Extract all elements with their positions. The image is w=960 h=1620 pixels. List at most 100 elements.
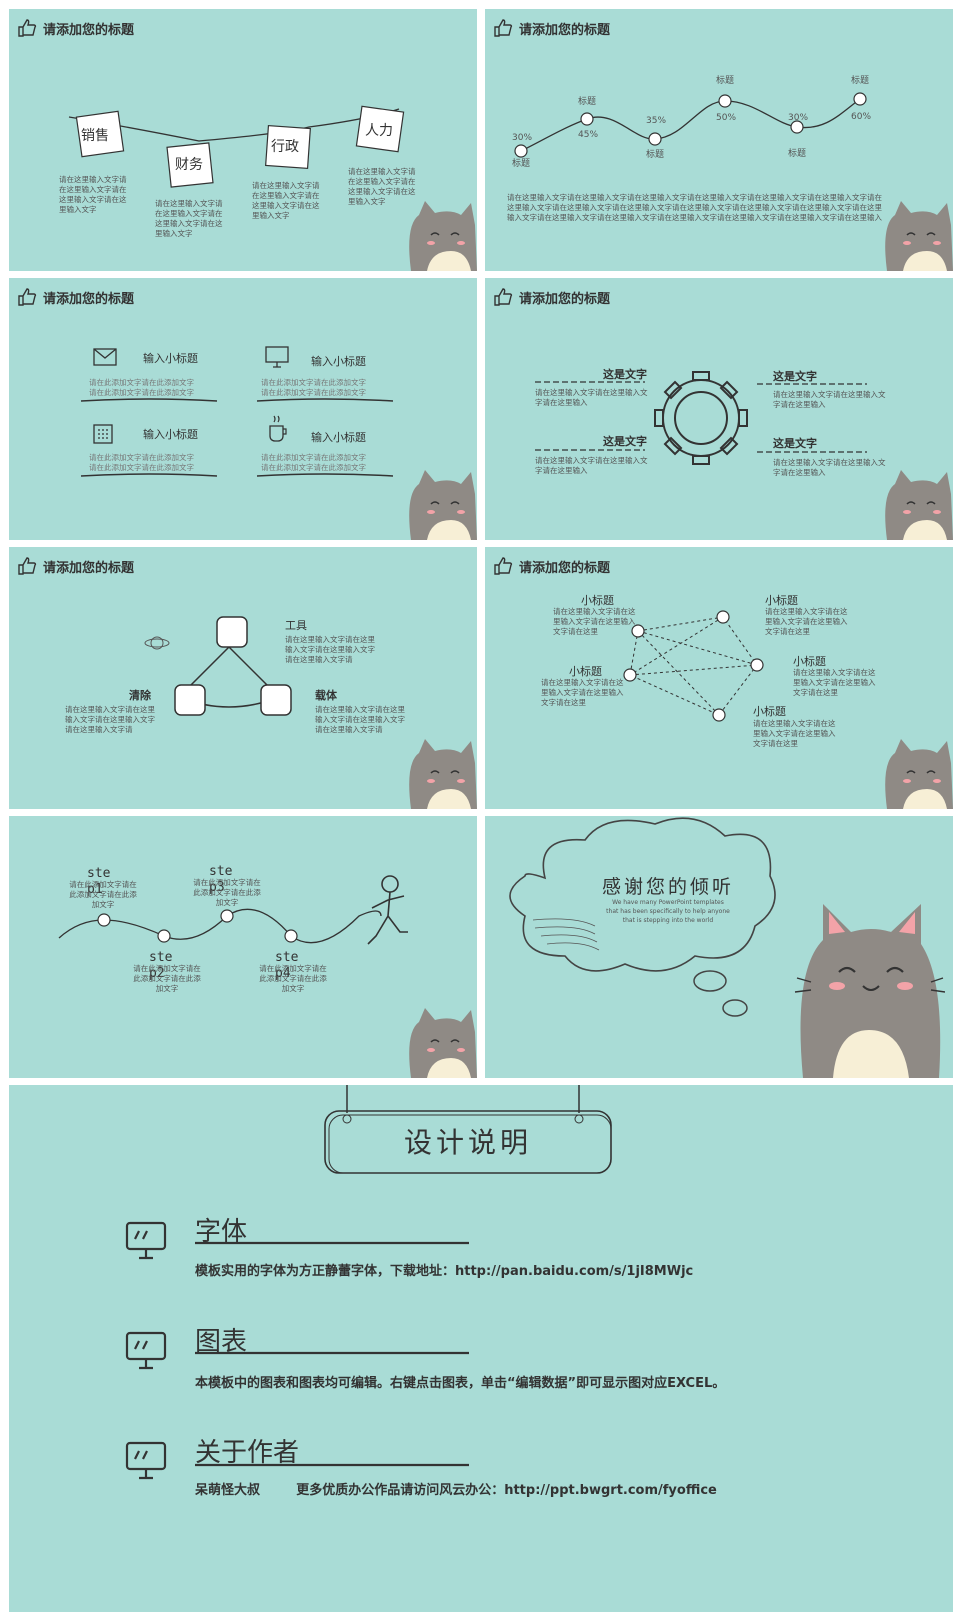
slide-7: ste p1 请在此添加文字请在此添加文字请在此添加文字 ste p3 请在此添… bbox=[9, 816, 477, 1078]
slide-header: 请添加您的标题 bbox=[17, 555, 134, 577]
item-4-text: 请在此添加文字请在此添加文字请在此添加文字请在此添加文字 bbox=[261, 453, 366, 472]
point-6-label: 标题 bbox=[851, 76, 870, 86]
step-3-p: p3 bbox=[209, 880, 225, 895]
slide-title: 请添加您的标题 bbox=[43, 22, 135, 38]
slide-6: 请添加您的标题 小标题 请在这里输入文字请在这里输入文字请在这里输入文字请在这里… bbox=[485, 547, 953, 809]
slide-title: 请添加您的标题 bbox=[43, 560, 135, 576]
section-2-title: 图表 bbox=[195, 1327, 248, 1357]
slide-8: 感谢您的倾听 We have many PowerPoint templates… bbox=[485, 816, 953, 1078]
node-5-text: 请在这里输入文字请在这里输入文字请在这里输入文字请在这里 bbox=[753, 719, 836, 748]
step-2-p: p2 bbox=[149, 966, 165, 981]
node-1-text: 请在这里输入文字请在这里输入文字请在这里输入文字请在这里 bbox=[553, 607, 636, 636]
slide-title: 请添加您的标题 bbox=[519, 22, 611, 38]
gear-item-3-title: 这是文字 bbox=[773, 370, 817, 383]
step-3-text: 请在此添加文字请在此添加文字请在此添加文字 bbox=[193, 878, 261, 907]
thumbs-up-icon bbox=[494, 557, 513, 575]
step-4-ste: ste bbox=[275, 950, 299, 965]
diagram-item-2-title: 清除 bbox=[129, 689, 151, 702]
section-1-text: 模板实用的字体为方正静蕾字体，下载地址：http://pan.baidu.com… bbox=[195, 1264, 694, 1279]
item-3-text: 请在此添加文字请在此添加文字请在此添加文字请在此添加文字 bbox=[89, 453, 194, 472]
section-3-text: 呆萌怪大叔 更多优质办公作品请访问风云办公：http://ppt.bwgrt.c… bbox=[195, 1483, 717, 1498]
gear-item-4-title: 这是文字 bbox=[773, 437, 817, 450]
slide-header: 请添加您的标题 bbox=[17, 17, 134, 39]
tag-desc-2: 请在这里输入文字请在这里输入文字请在这里输入文字请在这里输入文字 bbox=[155, 199, 223, 238]
thumbs-up-icon bbox=[18, 19, 37, 37]
coffee-icon bbox=[269, 415, 287, 442]
cat-mascot bbox=[409, 201, 477, 271]
thumbs-up-icon bbox=[494, 288, 513, 306]
slide-4: 请添加您的标题 这是文字 请在这里输入文字请在这里输入文字请在这里输入 这是文字… bbox=[485, 278, 953, 540]
section-1-title: 字体 bbox=[195, 1217, 248, 1247]
node-4-text: 请在这里输入文字请在这里输入文字请在这里输入文字请在这里 bbox=[793, 668, 876, 697]
node-3-title: 小标题 bbox=[765, 594, 798, 607]
slide-header: 请添加您的标题 bbox=[17, 286, 134, 308]
gear-item-1-title: 这是文字 bbox=[603, 368, 647, 381]
tag-desc-3: 请在这里输入文字请在这里输入文字请在这里输入文字请在这里输入文字 bbox=[252, 181, 320, 220]
timeline-line bbox=[58, 908, 382, 944]
point-3-label: 标题 bbox=[646, 150, 665, 160]
thumbs-up-icon bbox=[18, 288, 37, 306]
item-1-title: 输入小标题 bbox=[143, 352, 198, 365]
slide-title: 请添加您的标题 bbox=[43, 291, 135, 307]
diagram-item-3-text: 请在这里输入文字请在这里输入文字请在这里输入文字请在这里输入文字请 bbox=[315, 705, 405, 734]
monitor-icon bbox=[125, 1221, 167, 1260]
slide-5: 请添加您的标题 工具 请在这里输入文字请在这里输入文字请在这里输入文字请在这里输… bbox=[9, 547, 477, 809]
tag-desc-4: 请在这里输入文字请在这里输入文字请在这里输入文字请在这里输入文字 bbox=[348, 167, 416, 206]
slide-header: 请添加您的标题 bbox=[493, 17, 610, 39]
node-2-title: 小标题 bbox=[569, 665, 602, 678]
banner-title: 设计说明 bbox=[403, 1126, 532, 1159]
item-3-title: 输入小标题 bbox=[143, 428, 198, 441]
step-1-ste: ste bbox=[87, 866, 111, 881]
step-4-p: p4 bbox=[275, 966, 291, 981]
triangle-diagram bbox=[144, 616, 292, 716]
gear-item-3-text: 请在这里输入文字请在这里输入文字请在这里输入 bbox=[773, 390, 886, 409]
hanging-banner bbox=[195, 1085, 612, 1467]
monitor-icon bbox=[125, 1441, 167, 1480]
step-1-text: 请在此添加文字请在此添加文字请在此添加文字 bbox=[69, 880, 137, 909]
point-1-pct: 30% bbox=[512, 133, 533, 143]
thanks-subtitle: We have many PowerPoint templates that h… bbox=[573, 898, 763, 925]
node-3-text: 请在这里输入文字请在这里输入文字请在这里输入文字请在这里 bbox=[765, 607, 848, 636]
item-2-title: 输入小标题 bbox=[311, 355, 366, 368]
point-3-pct: 35% bbox=[646, 116, 667, 126]
thumbs-up-icon bbox=[18, 557, 37, 575]
item-2-text: 请在此添加文字请在此添加文字请在此添加文字请在此添加文字 bbox=[261, 378, 366, 397]
node-5-title: 小标题 bbox=[753, 705, 786, 718]
point-2-label: 标题 bbox=[578, 97, 597, 107]
tag-1: 销售 bbox=[81, 128, 109, 144]
diagram-item-2-text: 请在这里输入文字请在这里输入文字请在这里输入文字请在这里输入文字请 bbox=[65, 705, 155, 734]
slide-1: 请添加您的标题 销售 财务 行政 人力 请在这里输入文字请在这里输入文字请在这里… bbox=[9, 9, 477, 271]
network-diagram bbox=[623, 610, 764, 722]
point-4-label: 标题 bbox=[716, 76, 735, 86]
cat-mascot bbox=[885, 470, 953, 540]
point-1-label: 标题 bbox=[512, 159, 531, 169]
slide-3: 请添加您的标题 输入小标题 输入小标题 输入小标题 输入小标题 请在此添加文字请… bbox=[9, 278, 477, 540]
item-1-text: 请在此添加文字请在此添加文字请在此添加文字请在此添加文字 bbox=[89, 378, 194, 397]
point-4-pct: 50% bbox=[716, 113, 737, 123]
step-1-p: p1 bbox=[87, 882, 103, 897]
slide-title: 请添加您的标题 bbox=[519, 291, 611, 307]
section-2-text: 本模板中的图表和图表均可编辑。右键点击图表，单击“编辑数据”即可显示图对应EXC… bbox=[195, 1376, 726, 1391]
chart-paragraph: 请在这里输入文字请在这里输入文字请在这里输入文字请在这里输入文字请在这里输入文字… bbox=[507, 193, 882, 222]
gear-item-2-text: 请在这里输入文字请在这里输入文字请在这里输入 bbox=[535, 456, 648, 475]
cat-mascot bbox=[409, 1008, 477, 1078]
monitor-icon bbox=[265, 346, 289, 368]
gear-icon bbox=[535, 371, 867, 465]
design-notes-slide: 设计说明 字体 模板实用的字体为方正静蕾字体，下载地址：http://pan.b… bbox=[9, 1085, 953, 1612]
thought-bubble bbox=[509, 817, 776, 1017]
cat-mascot-large bbox=[794, 904, 945, 1078]
gear-item-2-title: 这是文字 bbox=[603, 435, 647, 448]
slide-header: 请添加您的标题 bbox=[493, 286, 610, 308]
point-5-label: 标题 bbox=[788, 149, 807, 159]
step-3-ste: ste bbox=[209, 864, 233, 879]
slide-2: 请添加您的标题 30% 标题 45% 标题 35% 标题 50% 标题 30% … bbox=[485, 9, 953, 271]
underlines bbox=[80, 398, 394, 477]
point-2-pct: 45% bbox=[578, 130, 599, 140]
thumbs-up-icon bbox=[494, 19, 513, 37]
step-2-text: 请在此添加文字请在此添加文字请在此添加文字 bbox=[133, 964, 201, 993]
point-5-pct: 30% bbox=[788, 113, 809, 123]
diagram-item-1-text: 请在这里输入文字请在这里输入文字请在这里输入文字请在这里输入文字请 bbox=[285, 635, 375, 664]
tag-desc-1: 请在这里输入文字请在这里输入文字请在这里输入文字请在这里输入文字 bbox=[59, 175, 127, 214]
slide-title: 请添加您的标题 bbox=[519, 560, 611, 576]
string-line bbox=[68, 105, 405, 188]
